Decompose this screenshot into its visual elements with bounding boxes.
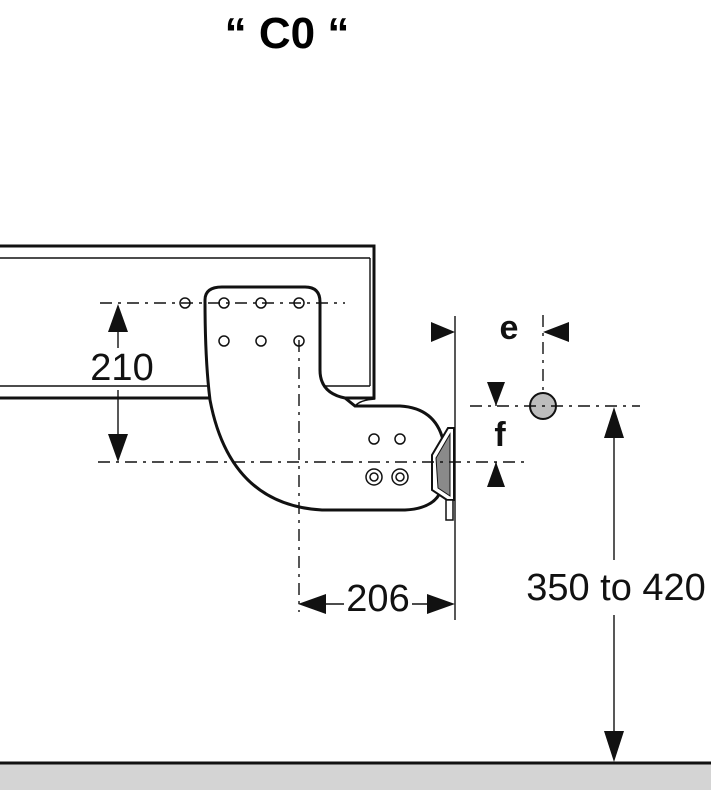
dimension-e-label: e — [500, 309, 519, 347]
dimension-206-label: 206 — [346, 578, 409, 620]
reference-lines — [98, 302, 640, 620]
dimension-210-label: 210 — [90, 347, 153, 389]
bracket-step — [354, 398, 376, 407]
dimension-f — [487, 382, 505, 487]
dimension-f-label: f — [494, 416, 506, 454]
connection-pipe — [431, 427, 455, 521]
dimension-210 — [108, 304, 128, 462]
dimension-range — [604, 407, 624, 762]
floor-band — [0, 764, 711, 790]
dimension-range-label: 350 to 420 — [526, 567, 706, 609]
dimension-206 — [298, 594, 455, 614]
drawing-title: “ C0 “ — [225, 9, 350, 58]
dimension-e — [431, 322, 569, 342]
